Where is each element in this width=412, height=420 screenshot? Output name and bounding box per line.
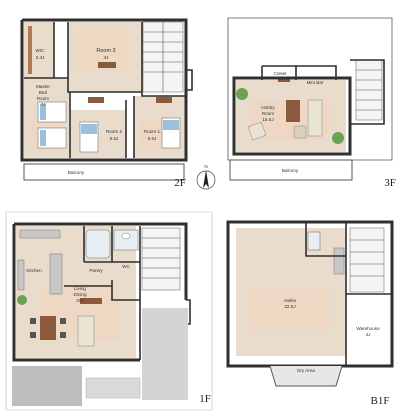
- compass-north-label: N: [204, 164, 207, 169]
- desk-3f: [286, 100, 300, 122]
- floor-label-b1f: B1F: [371, 395, 390, 407]
- label-master-size: 7J: [41, 102, 46, 107]
- label-room1: Room 1: [144, 129, 161, 134]
- label-balcony-3f: Balcony: [282, 168, 299, 173]
- label-ld-size: 20J: [76, 298, 83, 303]
- plant-icon-2: [332, 132, 344, 144]
- stair-b1f: [349, 227, 385, 293]
- label-kitchen: Kitchen: [26, 268, 42, 273]
- label-wic: WIC: [36, 48, 46, 53]
- stair-2f: [142, 21, 184, 93]
- label-room3-size: 4J: [104, 55, 109, 60]
- label-atelier: Atelier: [283, 298, 296, 303]
- floor-2f: WIC 3.4J Room 3 4J Master Bed Room 7J Ro…: [20, 18, 193, 189]
- north-compass-icon: N: [196, 164, 216, 190]
- label-balcony-2f: Balcony: [68, 170, 85, 175]
- label-hobby-size: 15.5J: [262, 117, 273, 122]
- label-pantry: Pantry: [89, 268, 103, 273]
- label-dining: Dining: [73, 292, 86, 297]
- label-wic-size: 3.4J: [36, 55, 45, 60]
- label-room2: Room 2: [106, 129, 123, 134]
- floor-label-1f: 1F: [199, 393, 211, 405]
- floor-label-2f: 2F: [174, 177, 186, 189]
- stair-1f: [141, 227, 181, 291]
- balcony-3f: [229, 159, 353, 181]
- label-master: Master: [36, 84, 51, 89]
- label-hobby-2: Room: [262, 111, 274, 116]
- label-dry-area: Dry Area: [297, 368, 315, 373]
- label-wc: WC: [122, 264, 130, 269]
- stair-3f: [355, 59, 383, 121]
- label-master-2: Bed: [39, 90, 48, 95]
- label-living: Living: [74, 286, 86, 291]
- label-closet: Closet: [273, 71, 287, 76]
- label-room3: Room 3: [96, 48, 115, 54]
- balcony-2f: [23, 163, 185, 181]
- label-atelier-size: 22.5J: [284, 304, 295, 309]
- entrance-1f: [142, 308, 188, 400]
- plant-icon: [236, 88, 248, 100]
- sofa-3f: [307, 99, 323, 137]
- dining-table: [40, 316, 56, 340]
- sofa-1f: [77, 315, 95, 347]
- dry-area: [269, 365, 343, 387]
- floor-label-3f: 3F: [384, 177, 396, 189]
- label-master-3: Room: [37, 96, 49, 101]
- label-minibar: Mini Bar: [307, 80, 324, 85]
- label-warehouse-size: 4J: [366, 332, 371, 337]
- floor-3f: Closet Mini Bar Hobby Room 15.5J Balcony…: [227, 17, 396, 189]
- floor-1f: Kitchen Pantry Living Dining 20J WC 1F: [5, 211, 213, 411]
- label-room2-size: 5.5J: [110, 136, 119, 141]
- floor-b1f: Atelier 22.5J Warehouse 4J Dry Area B1F: [226, 220, 394, 407]
- terrace-1f: [12, 366, 82, 406]
- label-room1-size: 5.5J: [148, 136, 157, 141]
- label-warehouse: Warehouse: [356, 326, 380, 331]
- label-hobby: Hobby: [261, 105, 275, 110]
